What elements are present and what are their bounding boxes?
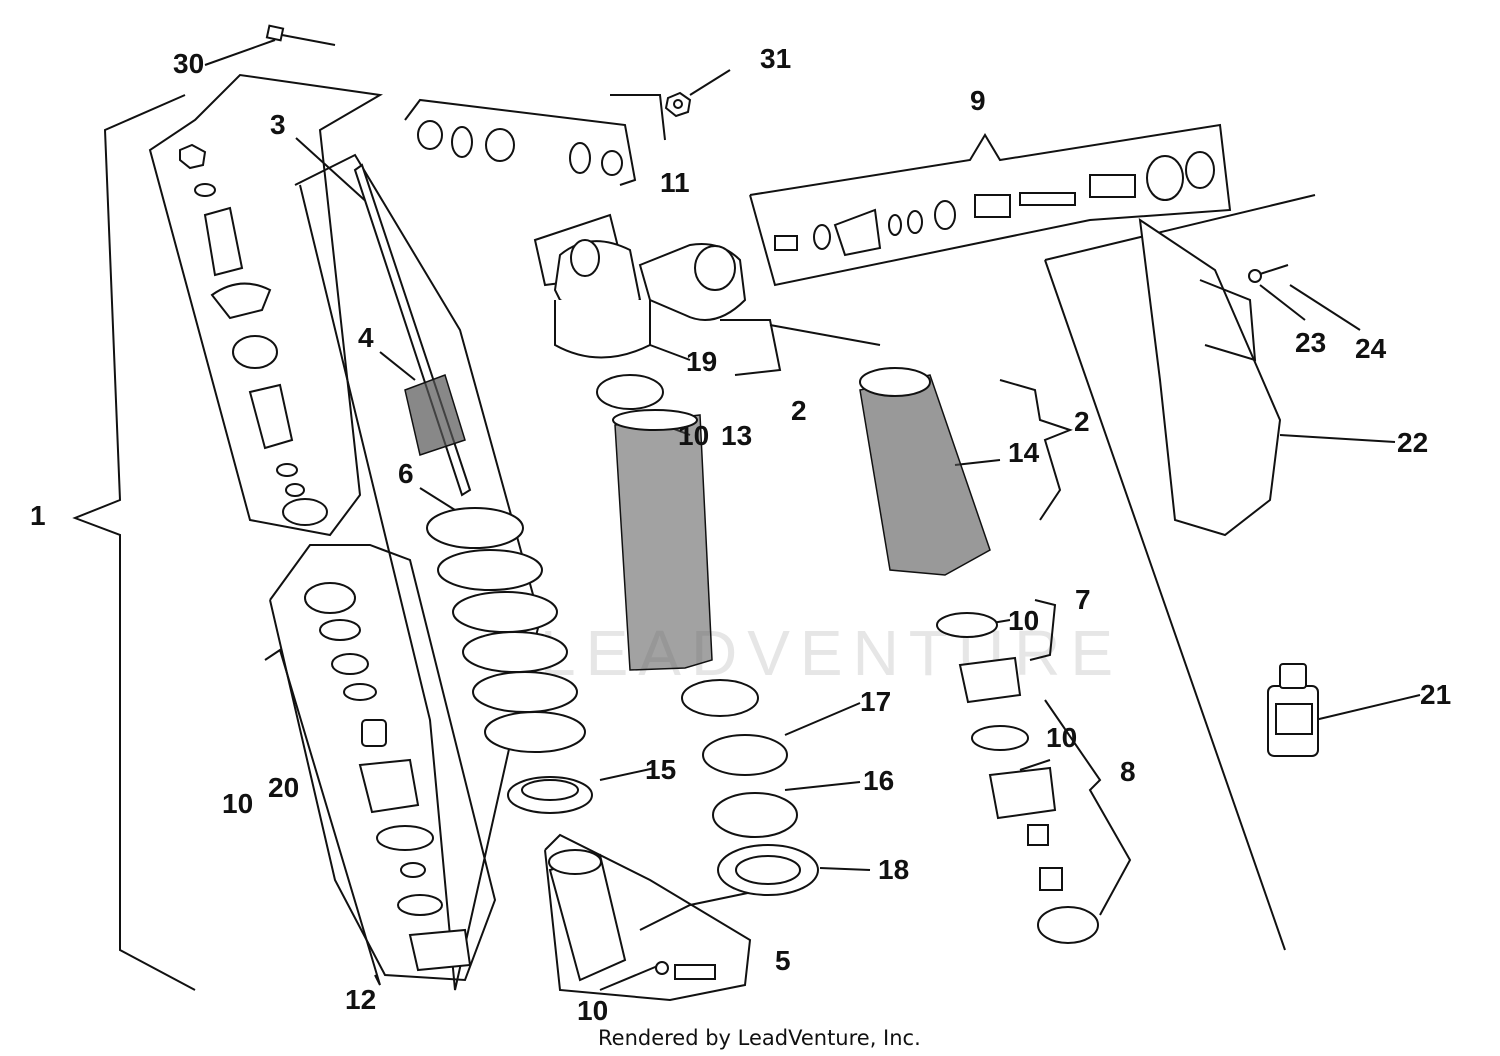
- bladder-14: [859, 367, 991, 576]
- callout-10-cap-upper: 10: [1008, 605, 1039, 636]
- callout-31: 31: [760, 43, 791, 74]
- bolt-30: [265, 24, 336, 46]
- callout-2-left: 2: [791, 395, 807, 426]
- piston-group-12: [304, 582, 472, 972]
- callout-10-left: 10: [222, 788, 253, 819]
- lock-nuts-16-17-18: [681, 679, 819, 896]
- callout-20: 20: [268, 772, 299, 803]
- callout-19: 19: [686, 346, 717, 377]
- callout-23: 23: [1295, 327, 1326, 358]
- callout-18: 18: [878, 854, 909, 885]
- mud-guard-22: [1138, 217, 1282, 537]
- callout-10-body: 10: [678, 420, 709, 451]
- callout-2-right: 2: [1074, 406, 1090, 437]
- reservoir-cap-7-8: [936, 612, 1099, 944]
- callout-5: 5: [775, 945, 791, 976]
- callout-1: 1: [30, 500, 46, 531]
- callout-16: 16: [863, 765, 894, 796]
- callout-12: 12: [345, 984, 376, 1015]
- callout-17: 17: [860, 686, 891, 717]
- shock-head-19: [553, 239, 747, 359]
- valve-stack: [179, 143, 328, 526]
- callout-4: 4: [358, 322, 374, 353]
- callout-22: 22: [1397, 427, 1428, 458]
- callout-8: 8: [1120, 756, 1136, 787]
- screw-23-24: [1248, 264, 1289, 283]
- callout-14: 14: [1008, 437, 1040, 468]
- adjuster-assembly-9: [774, 151, 1215, 257]
- callout-7: 7: [1075, 584, 1091, 615]
- callout-10-cap-lower: 10: [1046, 722, 1077, 753]
- bushing-set-11: [417, 120, 623, 176]
- footer-credit: Rendered by LeadVenture, Inc.: [598, 1026, 921, 1050]
- callout-6: 6: [398, 458, 414, 489]
- callout-11: 11: [660, 167, 690, 198]
- bump-stop-4: [404, 374, 466, 456]
- shock-body-13: [596, 374, 713, 671]
- nut-31: [664, 91, 692, 118]
- callout-3: 3: [270, 109, 286, 140]
- clevis-5: [548, 849, 716, 982]
- callout-labels: 1 2 2 3 4 5 6 7 8 9 10 10 10 10 10 10 11…: [30, 43, 1451, 1026]
- callout-10-clevis: 10: [577, 995, 608, 1026]
- spring-seat-15: [507, 776, 593, 814]
- callout-9: 9: [970, 85, 986, 116]
- spring-6: [426, 507, 586, 753]
- callout-30: 30: [173, 48, 204, 79]
- parts: [179, 24, 1319, 982]
- callout-21: 21: [1420, 679, 1451, 710]
- callout-15: 15: [645, 754, 676, 785]
- callout-24: 24: [1355, 333, 1387, 364]
- callout-13: 13: [721, 420, 752, 451]
- oil-bottle-21: [1267, 663, 1319, 757]
